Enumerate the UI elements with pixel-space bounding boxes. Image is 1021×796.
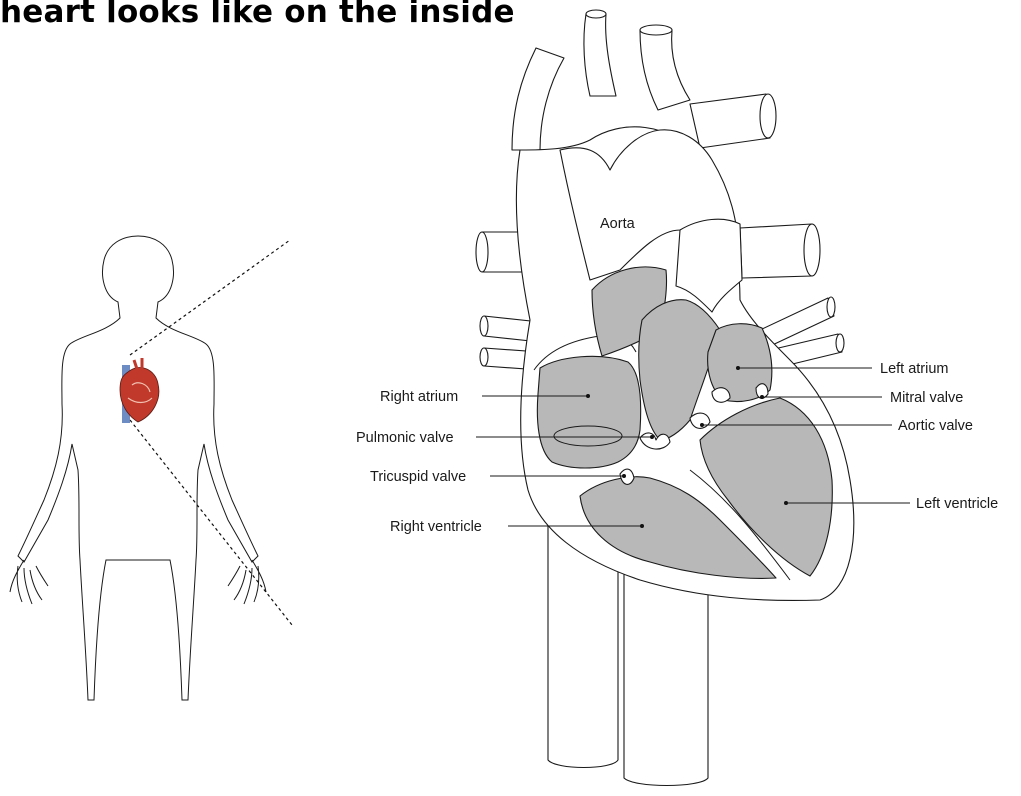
label-aorta: Aorta [600,216,636,232]
svg-text:Tricuspid valve: Tricuspid valve [370,469,466,485]
svg-text:Right atrium: Right atrium [380,389,458,405]
svg-text:Pulmonic valve: Pulmonic valve [356,430,454,446]
heart-thumbnail [120,358,159,423]
svg-text:Left ventricle: Left ventricle [916,496,998,512]
svg-text:Right ventricle: Right ventricle [390,519,482,535]
svg-text:Aortic valve: Aortic valve [898,418,973,434]
right-atrium-chamber [537,356,640,468]
svg-text:Aorta: Aorta [600,216,636,232]
heart-illustration [476,10,854,786]
svg-text:Mitral valve: Mitral valve [890,390,963,406]
svg-text:Left atrium: Left atrium [880,361,949,377]
body-silhouette [10,236,292,700]
